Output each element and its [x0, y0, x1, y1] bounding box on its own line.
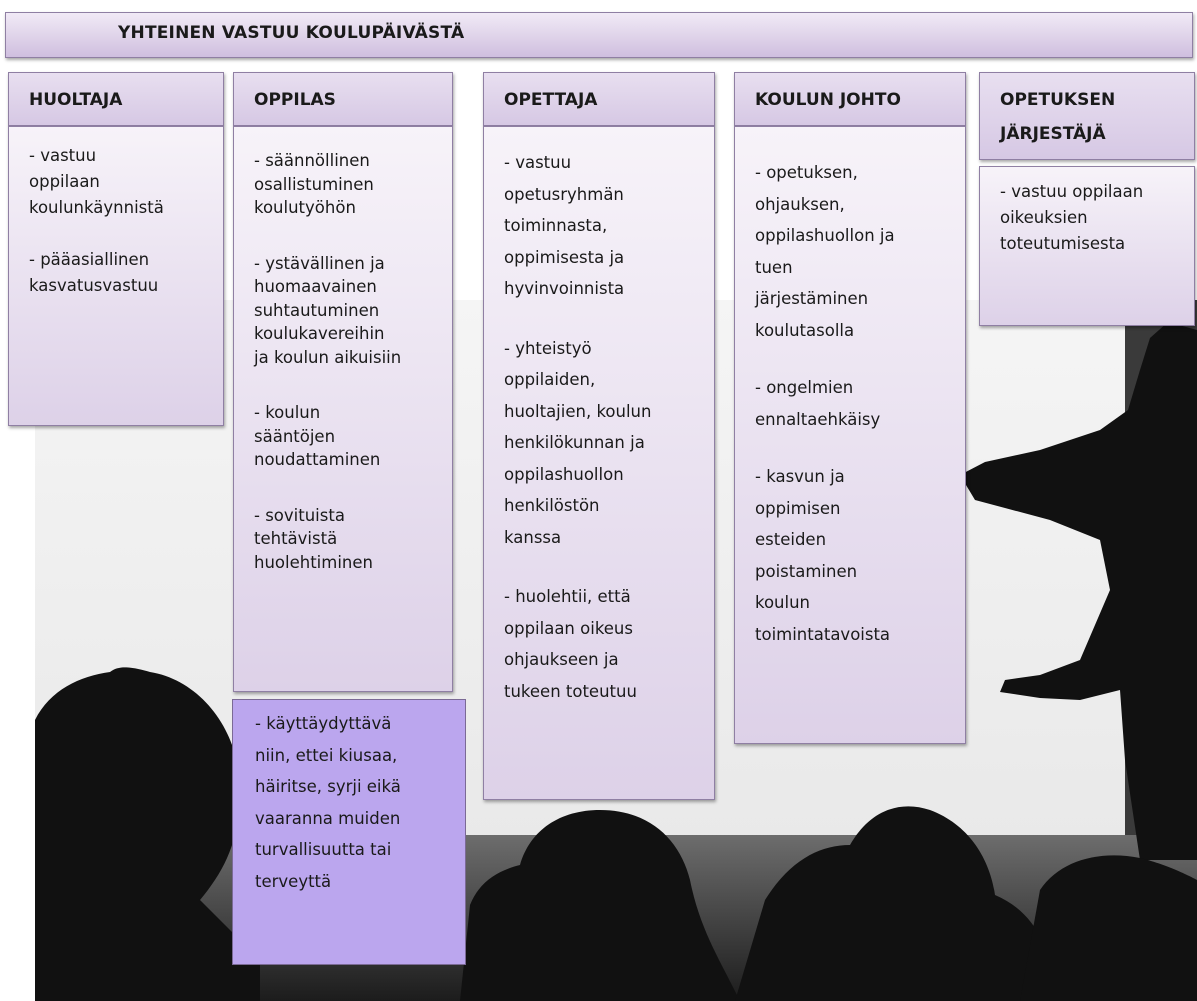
column-header-oppilas: OPPILAS: [233, 72, 453, 126]
list-item: - vastuu oppilaan koulunkäynnistä: [29, 146, 164, 217]
list-item: - vastuu oppilaan oikeuksien toteutumise…: [1000, 182, 1144, 253]
column-body-oppilas: - säännöllinen osallistuminen koulutyöhö…: [233, 126, 453, 692]
column-body-opetuksen-jarjestaja: - vastuu oppilaan oikeuksien toteutumise…: [979, 166, 1195, 326]
column-body-koulun-johto: - opetuksen, ohjauksen, oppilashuollon j…: [734, 126, 966, 744]
student-head-right: [735, 806, 1060, 1001]
column-header-label: OPETTAJA: [504, 90, 598, 110]
column-header-huoltaja: HUOLTAJA: [8, 72, 224, 126]
list-item: - sovituista tehtävistä huolehtiminen: [254, 505, 373, 572]
column-header-opettaja: OPETTAJA: [483, 72, 715, 126]
column-body-huoltaja: - vastuu oppilaan koulunkäynnistä - pääa…: [8, 126, 224, 426]
column-header-label: OPPILAS: [254, 90, 336, 110]
column-header-label: HUOLTAJA: [29, 90, 123, 110]
title-banner: YHTEINEN VASTUU KOULUPÄIVÄSTÄ: [5, 12, 1193, 58]
column-body-opettaja: - vastuu opetusryhmän toiminnasta, oppim…: [483, 126, 715, 800]
column-header-label: OPETUKSEN JÄRJESTÄJÄ: [1000, 90, 1116, 144]
list-item: - säännöllinen osallistuminen koulutyöhö…: [254, 151, 374, 217]
list-item: - opetuksen, ohjauksen, oppilashuollon j…: [755, 163, 895, 340]
column-header-koulun-johto: KOULUN JOHTO: [734, 72, 966, 126]
student-head-center: [460, 810, 740, 1001]
list-item: - koulun sääntöjen noudattaminen: [254, 403, 381, 469]
highlight-text: - käyttäydyttävä niin, ettei kiusaa, häi…: [255, 714, 401, 891]
list-item: - huolehtii, että oppilaan oikeus ohjauk…: [504, 587, 637, 701]
student-head-far-right: [1020, 855, 1197, 1001]
list-item: - ongelmien ennaltaehkäisy: [755, 378, 881, 429]
column-header-label: KOULUN JOHTO: [755, 90, 901, 110]
diagram-title: YHTEINEN VASTUU KOULUPÄIVÄSTÄ: [118, 23, 465, 43]
column-header-opetuksen-jarjestaja: OPETUKSEN JÄRJESTÄJÄ: [979, 72, 1195, 160]
highlighted-item-oppilas: - käyttäydyttävä niin, ettei kiusaa, häi…: [232, 699, 466, 965]
list-item: - yhteistyö oppilaiden, huoltajien, koul…: [504, 338, 652, 547]
list-item: - ystävällinen ja huomaavainen suhtautum…: [254, 253, 402, 367]
student-head-left: [35, 667, 260, 1001]
list-item: - kasvun ja oppimisen esteiden poistamin…: [755, 467, 891, 644]
list-item: - vastuu opetusryhmän toiminnasta, oppim…: [504, 153, 625, 298]
list-item: - pääasiallinen kasvatusvastuu: [29, 250, 159, 295]
teacher-silhouette: [960, 322, 1197, 860]
